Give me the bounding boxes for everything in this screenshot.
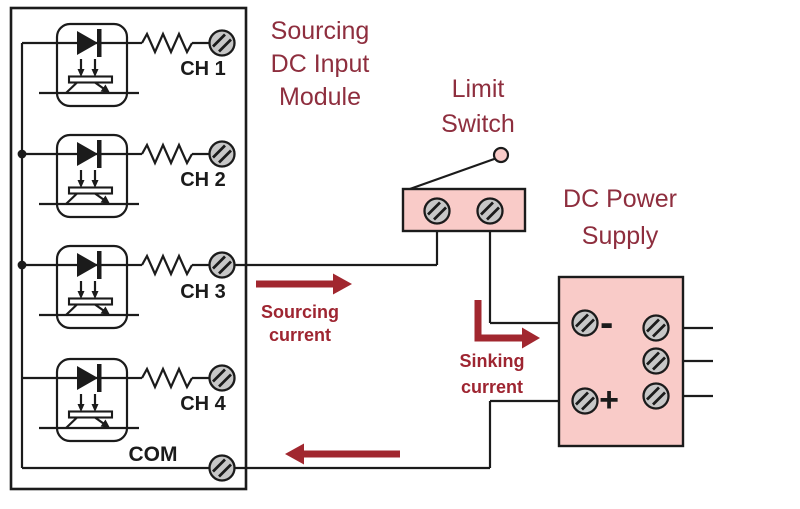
negative-terminal <box>571 309 599 337</box>
power-supply-title-line: DC Power <box>563 185 677 213</box>
channel-3: CH 3 <box>22 244 236 330</box>
power-supply-title-line: Supply <box>582 222 659 250</box>
sinking-arrow <box>474 300 523 342</box>
module-title-line: Sourcing <box>271 17 370 45</box>
com-terminal <box>208 454 236 482</box>
channel-4: CH 4 <box>22 357 236 443</box>
labels: Sourcing DC Input Module Limit Switch DC… <box>261 17 677 397</box>
channel-1: CH 1 <box>22 22 236 108</box>
module-title-line: Module <box>279 83 361 111</box>
current-flow-arrows <box>256 273 540 465</box>
limit-switch-title-line: Switch <box>441 110 515 138</box>
channel-label: CH 4 <box>180 393 226 415</box>
positive-terminal <box>571 387 599 415</box>
return-arrow-head <box>285 443 304 465</box>
module-title-line: DC Input <box>271 50 370 78</box>
sinking-current-label-line: current <box>461 377 523 397</box>
sinking-arrow-head <box>522 327 540 349</box>
negative-sign: - <box>600 301 613 345</box>
limit-switch-title-line: Limit <box>452 75 505 103</box>
sourcing-current-label-line: Sourcing <box>261 302 339 322</box>
lever-roller-icon <box>492 146 510 164</box>
limit-switch-body <box>401 187 527 233</box>
limit-switch <box>401 146 527 233</box>
sourcing-current-label-line: current <box>269 325 331 345</box>
com-label: COM <box>129 443 178 466</box>
positive-sign: + <box>599 381 619 419</box>
input-module: CH 1 CH 2 CH 3 <box>9 6 248 491</box>
module-outline <box>9 6 248 491</box>
channel-label: CH 2 <box>180 169 226 191</box>
lever-arm <box>406 156 498 192</box>
channel-label: CH 1 <box>180 58 226 80</box>
dc-power-supply: - + <box>557 275 685 448</box>
channel-label: CH 3 <box>180 281 226 303</box>
channel-2: CH 2 <box>22 133 236 219</box>
sinking-current-label-line: Sinking <box>459 351 524 371</box>
sourcing-arrow-head <box>333 273 352 295</box>
